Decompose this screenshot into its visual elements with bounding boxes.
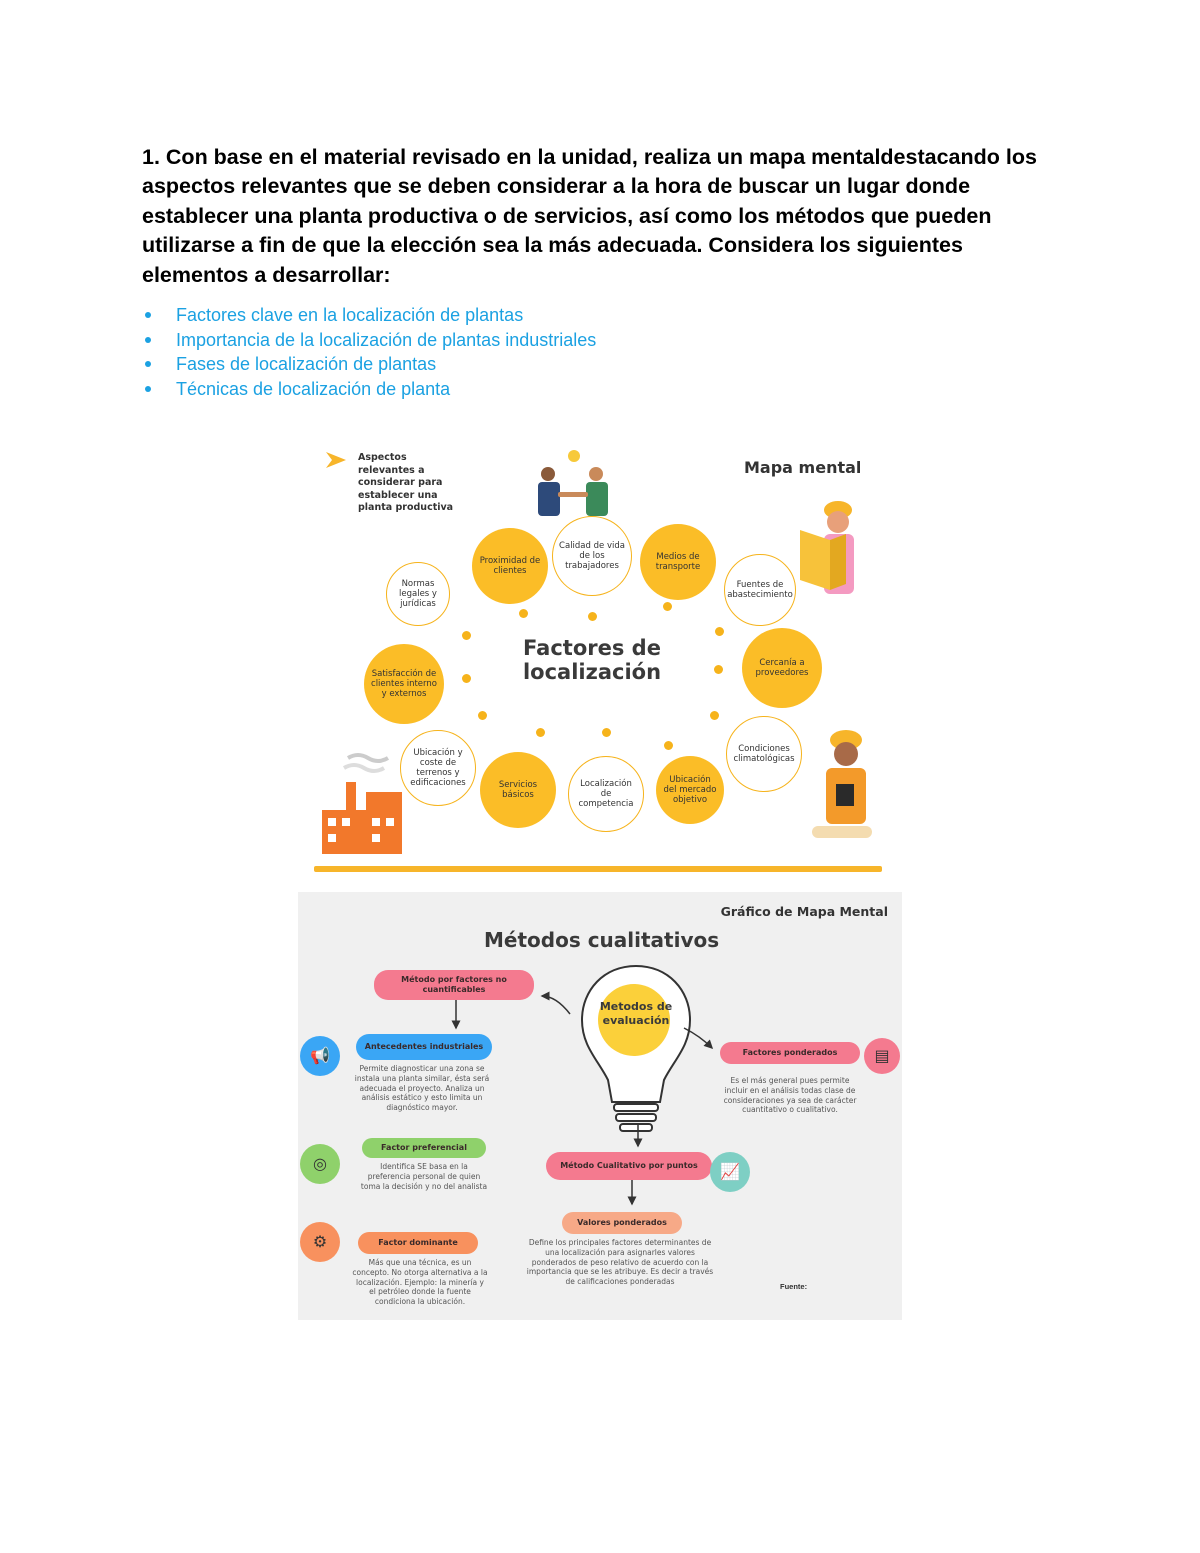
handshake-people-icon	[538, 450, 608, 516]
cualitativo-puntos-pill: Método Cualitativo por puntos	[546, 1152, 712, 1180]
node-servicios-basicos: Servicios básicos	[480, 752, 556, 828]
valores-desc: Define los principales factores determin…	[526, 1238, 714, 1287]
aspects-label: Aspectos relevantes a considerar para es…	[358, 452, 454, 514]
antecedentes-pill: Antecedentes industriales	[356, 1034, 492, 1060]
arrow-logo-icon	[326, 452, 346, 468]
source-label: Fuente:	[780, 1282, 808, 1291]
node-localizacion-competencia: Localización de competencia	[568, 756, 644, 832]
node-condiciones-climatologicas: Condiciones climatológicas	[726, 716, 802, 792]
node-medios-transporte: Medios de transporte	[640, 524, 716, 600]
bullet-item: Técnicas de localización de planta	[142, 377, 842, 402]
center-title-line1: Factores de	[523, 636, 661, 660]
node-calidad-vida: Calidad de vida de los trabajadores	[552, 516, 632, 596]
light-bulb-icon	[580, 964, 692, 1132]
bulb-label: Metodos de evaluación	[599, 1000, 673, 1027]
ponderados-pill: Factores ponderados	[720, 1042, 860, 1064]
worker-woman-icon	[812, 730, 872, 838]
dominante-desc: Más que una técnica, es un concepto. No …	[352, 1258, 488, 1307]
valores-pill: Valores ponderados	[562, 1212, 682, 1234]
node-cercania-proveedores: Cercanía a proveedores	[742, 628, 822, 708]
mind-map-factores: Aspectos relevantes a considerar para es…	[312, 438, 890, 876]
bullet-list: Factores clave en la localización de pla…	[142, 303, 842, 401]
map1-right-title: Mapa mental	[744, 458, 862, 477]
dominante-pill: Factor dominante	[358, 1232, 478, 1254]
node-satisfaccion-clientes: Satisfacción de clientes interno y exter…	[364, 644, 444, 724]
node-normas: Normas legales y jurídicas	[386, 562, 450, 626]
node-fuentes-abastecimiento: Fuentes de abastecimiento	[724, 554, 796, 626]
node-proximidad-clientes: Proximidad de clientes	[472, 528, 548, 604]
graphic-title: Gráfico de Mapa Mental	[720, 904, 888, 919]
preferencial-desc: Identifica SE basa en la preferencia per…	[360, 1162, 488, 1191]
bullet-item: Factores clave en la localización de pla…	[142, 303, 842, 328]
center-title: Factores de localización	[512, 636, 672, 684]
factory-icon	[322, 753, 402, 854]
question-text: 1. Con base en el material revisado en l…	[142, 145, 1037, 287]
node-ubicacion-terrenos: Ubicación y coste de terrenos y edificac…	[400, 730, 476, 806]
ponderados-desc: Es el más general pues permite incluir e…	[723, 1076, 857, 1115]
bullet-item: Fases de localización de plantas	[142, 352, 842, 377]
target-icon: ◎	[300, 1144, 340, 1184]
mind-map-metodos: Gráfico de Mapa Mental Métodos cualitati…	[298, 892, 902, 1320]
engineer-woman-icon	[800, 501, 854, 594]
map2-title: Métodos cualitativos	[484, 928, 720, 952]
bottom-bar	[314, 866, 882, 872]
bullet-item: Importancia de la localización de planta…	[142, 328, 842, 353]
antecedentes-desc: Permite diagnosticar una zona se instala…	[354, 1064, 490, 1113]
connector-arrows	[451, 991, 714, 1206]
gears-icon: ⚙	[300, 1222, 340, 1262]
preferencial-pill: Factor preferencial	[362, 1138, 486, 1158]
method-no-cuantificables: Método por factores no cuantificables	[374, 970, 534, 1000]
megaphone-icon: 📢	[300, 1036, 340, 1076]
chart-monitor-icon: 📈	[710, 1152, 750, 1192]
document-list-icon: ▤	[864, 1038, 900, 1074]
node-ubicacion-mercado: Ubicación del mercado objetivo	[656, 756, 724, 824]
center-title-line2: localización	[522, 660, 662, 684]
